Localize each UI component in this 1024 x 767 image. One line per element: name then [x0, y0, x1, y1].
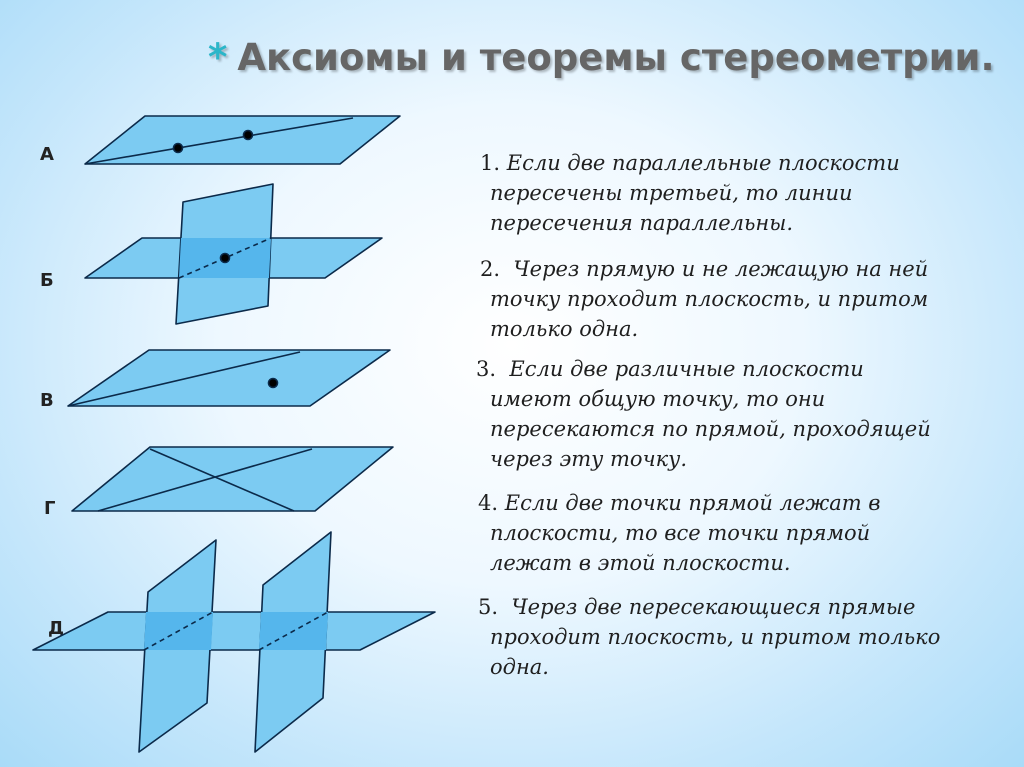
theorem-number: 1. — [480, 151, 501, 175]
theorem-line: лежат в этой плоскости. — [490, 551, 791, 575]
figure-label-b: Б — [40, 270, 54, 291]
theorem-line: плоскости, то все точки прямой — [490, 521, 871, 545]
theorem-line: точку проходит плоскость, и притом — [490, 287, 929, 311]
theorem-line: одна. — [490, 655, 549, 679]
point-v — [267, 377, 279, 389]
plane-a — [84, 115, 401, 165]
theorem-1: 1. Если две параллельные плоскости перес… — [480, 148, 900, 238]
theorem-number: 2. — [480, 257, 501, 281]
point-a1 — [172, 142, 184, 154]
theorem-4: 4. Если две точки прямой лежат в плоскос… — [478, 488, 881, 578]
point-b — [219, 252, 231, 264]
hidden-line-d2 — [258, 611, 329, 651]
figure-label-d: Д — [48, 618, 65, 639]
horizontal-plane-d — [32, 611, 436, 651]
line-g2 — [149, 448, 295, 512]
hidden-line-d1 — [143, 611, 214, 651]
figure-label-a: А — [40, 144, 54, 165]
theorem-line: через эту точку. — [490, 447, 688, 471]
figure-g — [71, 446, 394, 512]
theorem-line: имеют общую точку, то они — [490, 387, 826, 411]
figure-d — [32, 531, 436, 753]
figure-a — [84, 115, 401, 165]
plane-g — [71, 446, 394, 512]
hidden-line-b — [178, 237, 272, 279]
theorem-line: Если две различные плоскости — [509, 357, 864, 381]
point-a2 — [242, 129, 254, 141]
line-g1 — [97, 448, 313, 512]
line-a — [84, 117, 354, 165]
theorem-3: 3. Если две различные плоскости имеют об… — [476, 354, 931, 474]
title-text: Аксиомы и теоремы стереометрии. — [237, 36, 995, 79]
theorem-line: Через прямую и не лежащую на ней — [513, 257, 929, 281]
plane-v — [67, 349, 391, 407]
theorem-number: 5. — [478, 595, 499, 619]
theorem-line: Если две параллельные плоскости — [506, 151, 900, 175]
figure-label-g: Г — [44, 498, 56, 519]
line-v — [67, 351, 301, 407]
figure-b — [84, 183, 383, 325]
figure-v — [67, 349, 391, 407]
stereometry-figures — [32, 115, 436, 753]
theorem-line: только одна. — [490, 317, 639, 341]
theorem-5: 5. Через две пересекающиеся прямые прохо… — [478, 592, 940, 682]
theorem-line: Через две пересекающиеся прямые — [511, 595, 916, 619]
theorem-line: пересечены третьей, то линии — [490, 181, 853, 205]
theorem-line: проходит плоскость, и притом только — [490, 625, 941, 649]
theorem-2: 2. Через прямую и не лежащую на ней точк… — [480, 254, 928, 344]
slide-title: *Аксиомы и теоремы стереометрии. — [208, 36, 995, 79]
star-bullet: * — [208, 36, 228, 79]
theorem-line: пересекаются по прямой, проходящей — [490, 417, 931, 441]
theorem-line: Если две точки прямой лежат в — [504, 491, 881, 515]
theorem-number: 3. — [476, 357, 497, 381]
figure-label-v: В — [40, 390, 54, 411]
theorem-line: пересечения параллельны. — [490, 211, 794, 235]
theorem-number: 4. — [478, 491, 499, 515]
